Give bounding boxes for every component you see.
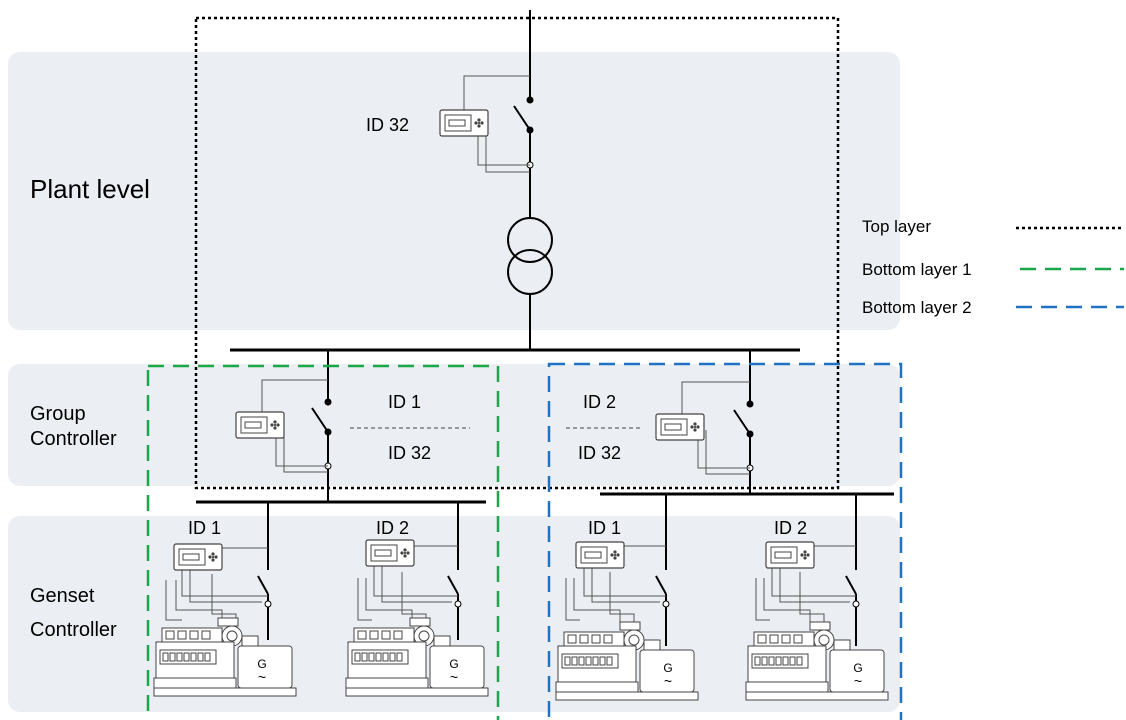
genset-3-generator-label: G [663,661,672,675]
group-1-feeder [261,350,332,502]
legend-bottom-layer-1-label: Bottom layer 1 [862,260,972,279]
plant-feeder [463,10,553,350]
legend-top-layer-label: Top layer [862,217,931,236]
legend: Top layer Bottom layer 1 Bottom layer 2 [862,217,1124,317]
plant-level-label: Plant level [30,174,150,204]
group-2-controller-unit [655,413,705,441]
top-layer-outline [194,16,840,490]
genset-controller-label-line2: Controller [30,619,117,641]
breaker-contact-icon [526,96,534,104]
group-2-id-top: ID 2 [583,392,616,412]
group-2-feeder [681,350,754,494]
plant-level-band [8,52,900,330]
group-2-id-bottom: ID 32 [578,443,621,463]
genset-2-generator-symbol: ~ [450,669,458,685]
bottom-layer-2-outline [547,362,903,720]
genset-1-generator-symbol: ~ [258,669,266,685]
plant-controller-unit [439,109,489,137]
genset-2: G ~ [345,502,489,697]
plant-controller-id: ID 32 [366,115,409,135]
group-controller-label-line1: Group [30,403,86,425]
group-1-id-bottom: ID 32 [388,443,431,463]
genset-4-generator-symbol: ~ [854,673,862,689]
genset-1: G ~ [153,502,297,697]
genset-2-generator-label: G [449,657,458,671]
genset-4: G ~ [745,494,889,701]
group-controller-label-line2: Controller [30,428,117,450]
genset-4-id: ID 2 [774,518,807,538]
genset-3-generator-symbol: ~ [664,673,672,689]
genset-1-generator-label: G [257,657,266,671]
genset-2-id: ID 2 [376,518,409,538]
genset-3-id: ID 1 [588,518,621,538]
genset-3: G ~ [555,494,699,701]
group-1-controller-unit [235,411,285,439]
bottom-layer-1-outline [146,364,500,720]
legend-bottom-layer-2-label: Bottom layer 2 [862,298,972,317]
genset-controller-label-line1: Genset [30,585,95,607]
group-1-id-top: ID 1 [388,392,421,412]
genset-1-id: ID 1 [188,518,221,538]
group-controller-band [8,364,900,486]
transformer-icon [507,217,553,263]
genset-4-generator-label: G [853,661,862,675]
